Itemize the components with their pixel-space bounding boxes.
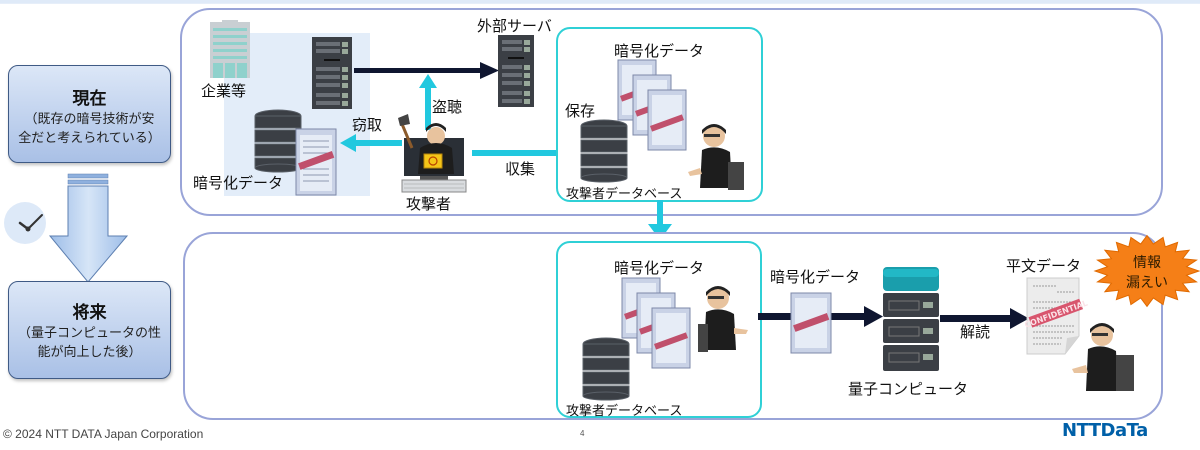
encrypted-documents-stack-now — [617, 59, 687, 151]
encrypted-data-label-future: 暗号化データ — [770, 268, 861, 286]
attacker-database-icon-future — [582, 337, 630, 401]
encrypted-document-icon — [295, 128, 337, 196]
stage-now-title: 現在 — [72, 89, 107, 109]
collect-label: 収集 — [505, 160, 536, 178]
stage-now-subtitle-2: 全だと考えられている） — [18, 131, 161, 146]
attacker-db-label-future: 攻撃者データベース — [566, 404, 683, 419]
quantum-computer-label: 量子コンピュータ — [848, 380, 969, 398]
external-server-label: 外部サーバ — [477, 17, 552, 35]
encrypted-document-icon-future — [790, 292, 832, 354]
building-icon — [210, 20, 250, 78]
ntt-data-logo: NTTDaTa — [1062, 420, 1148, 441]
encrypted-documents-stack-future — [621, 277, 691, 369]
external-server-icon — [498, 35, 534, 107]
info-leak-burst: 情報 漏えい — [1093, 234, 1200, 308]
decrypt-arrow — [940, 308, 1029, 329]
stage-future-subtitle-2: 能が向上した後） — [37, 345, 142, 360]
timeline-down-arrow — [48, 173, 129, 283]
company-encrypted-data-label: 暗号化データ — [193, 174, 284, 192]
attacker-db-encrypted-label-future: 暗号化データ — [614, 259, 705, 277]
stage-now-box: 現在 （既存の暗号技術が安 全だと考えられている） — [8, 65, 171, 163]
attacker-label: 攻撃者 — [406, 195, 452, 213]
hacker-sitting-icon-future — [698, 286, 748, 352]
company-label: 企業等 — [201, 82, 247, 100]
page-number: 4 — [580, 429, 585, 438]
hacker-sitting-icon-now — [688, 124, 744, 190]
theft-label: 窃取 — [352, 116, 383, 134]
attacker-db-label-now: 攻撃者データベース — [566, 187, 683, 202]
stage-future-box: 将来 （量子コンピュータの性 能が向上した後） — [8, 281, 171, 379]
store-label: 保存 — [565, 102, 596, 120]
hacker-reading-icon — [1072, 323, 1134, 391]
stage-future-subtitle-1: （量子コンピュータの性 — [17, 326, 161, 341]
leak-text-line2: 漏えい — [1126, 275, 1168, 291]
eavesdrop-arrow — [419, 74, 437, 130]
clock-icon — [4, 202, 46, 244]
copyright-text: © 2024 NTT DATA Japan Corporation — [3, 427, 204, 441]
transmission-arrow — [354, 62, 499, 79]
leak-text-line1: 情報 — [1133, 255, 1161, 271]
stage-now-subtitle-1: （既存の暗号技術が安 — [24, 112, 155, 127]
eavesdrop-label: 盗聴 — [432, 98, 463, 116]
company-server-icon — [312, 37, 352, 109]
attacker-db-encrypted-label-now: 暗号化データ — [614, 42, 705, 60]
attacker-database-icon-now — [580, 119, 628, 183]
company-database-icon — [254, 109, 302, 173]
plaintext-label: 平文データ — [1006, 257, 1082, 275]
stage-future-title: 将来 — [72, 303, 107, 323]
top-bar — [0, 0, 1200, 4]
theft-arrow — [340, 134, 402, 152]
plaintext-document-icon: CONFIDENTIAL — [1023, 277, 1089, 355]
decrypt-label: 解読 — [960, 323, 991, 341]
quantum-computer-icon — [883, 267, 939, 371]
attacker-hacker-icon — [398, 114, 467, 193]
